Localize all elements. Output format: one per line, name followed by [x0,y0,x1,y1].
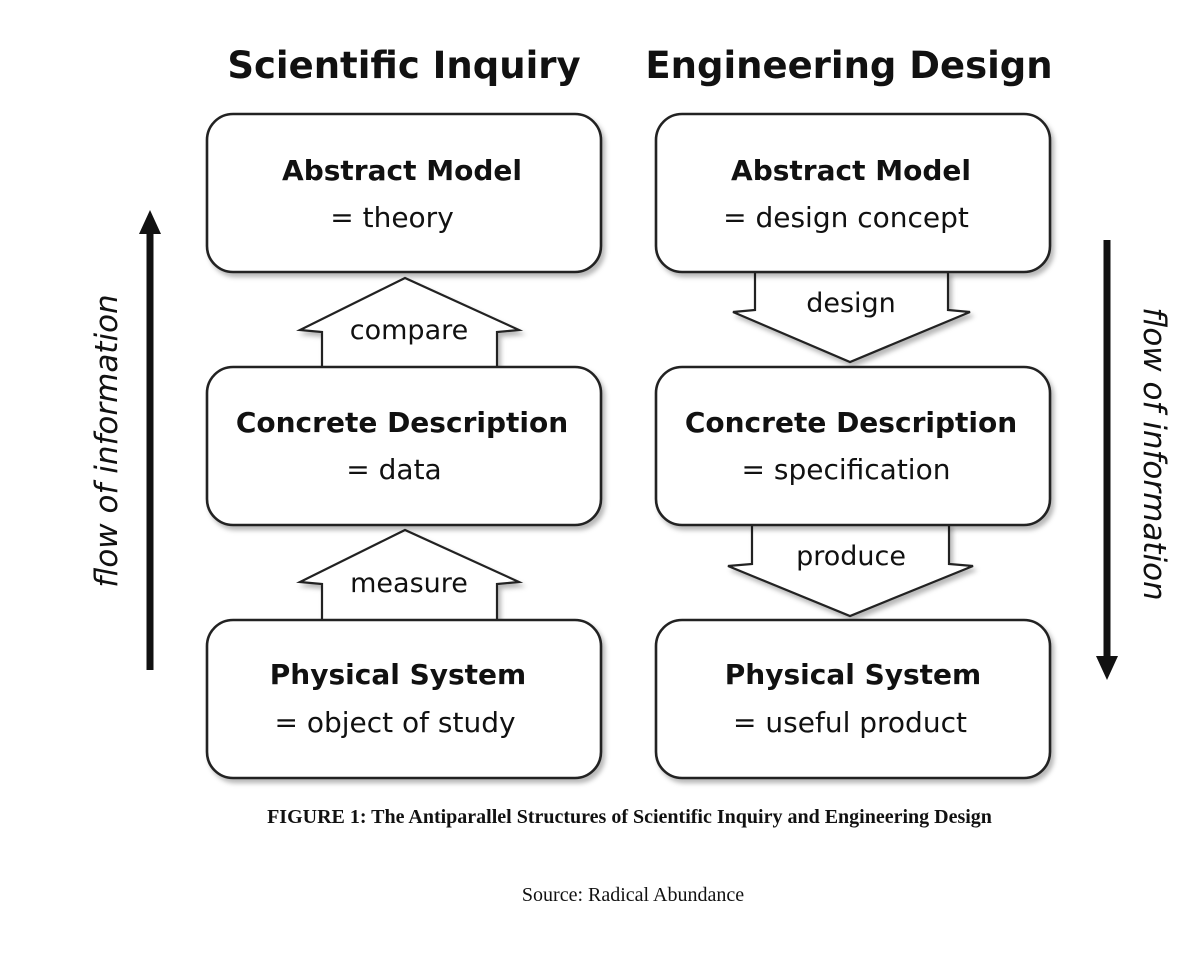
box-subtitle: = data [346,453,441,486]
science-column-title: Scientific Inquiry [227,44,580,87]
box-subtitle: = design concept [723,201,969,234]
box-title: Physical System [725,658,981,691]
box-subtitle: = specification [742,453,951,486]
science-concrete-description-box: Concrete Description = data [205,365,603,527]
compare-label: compare [350,315,468,346]
box-subtitle: = useful product [733,706,967,739]
source-credit: Source: Radical Abundance [521,884,745,906]
figure-caption: FIGURE 1: The Antiparallel Structures of… [267,806,992,828]
design-arrow [732,270,971,364]
design-label: design [806,288,896,319]
engineering-abstract-model-box: Abstract Model = design concept [654,112,1052,274]
box-title: Concrete Description [685,406,1017,439]
compare-arrow [296,276,524,370]
flow-arrow-down [1096,240,1118,680]
science-abstract-model-box: Abstract Model = theory [205,112,603,274]
produce-label: produce [796,541,906,572]
engineering-column-title: Engineering Design [645,44,1052,87]
box-title: Abstract Model [731,154,971,187]
science-flow-label: flow of information [89,294,125,587]
box-title: Abstract Model [282,154,522,187]
box-subtitle: = theory [330,201,454,234]
box-subtitle: = object of study [274,706,515,739]
engineering-flow-label: flow of information [1136,307,1172,600]
engineering-concrete-description-box: Concrete Description = specification [654,365,1052,527]
science-physical-system-box: Physical System = object of study [205,618,603,780]
flow-arrow-up [139,210,161,670]
produce-arrow [727,522,974,618]
engineering-physical-system-box: Physical System = useful product [654,618,1052,780]
box-title: Physical System [270,658,526,691]
measure-label: measure [350,568,468,599]
box-title: Concrete Description [236,406,568,439]
measure-arrow [296,528,524,624]
